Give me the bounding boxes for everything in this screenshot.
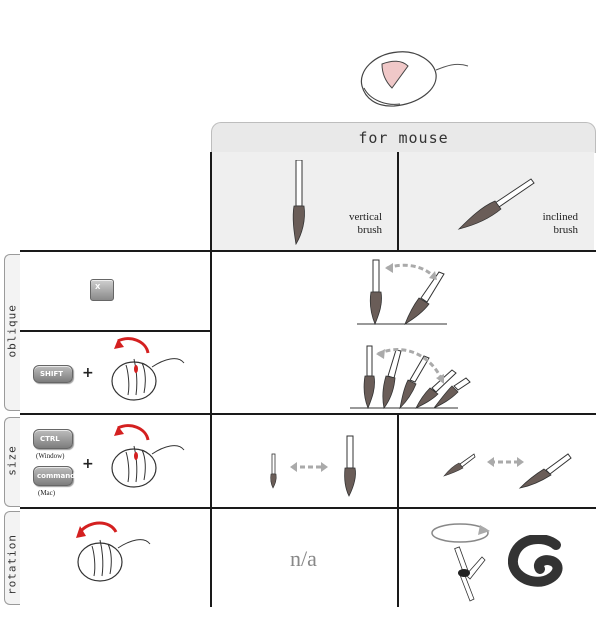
mouse-icon <box>360 51 469 107</box>
ctrl-key-label: CTRL <box>40 435 60 443</box>
grid-line <box>210 152 212 607</box>
rotation-side-tab <box>4 511 20 605</box>
inclined-brush-label-line2: brush <box>553 224 578 236</box>
size-side-tab <box>4 417 20 507</box>
inclined-brush-header-cell <box>399 152 594 250</box>
brush-icon <box>457 178 535 230</box>
size-vertical-illustration <box>270 435 356 497</box>
ctrl-key: CTRL <box>33 429 73 449</box>
shift-key-label: SHIFT <box>40 370 64 378</box>
rotation-stroke-sample <box>508 535 563 587</box>
inclined-brush-label: inclined brush <box>520 211 578 237</box>
command-key: command <box>33 466 76 486</box>
windows-note: (Window) <box>36 452 65 460</box>
grid-line <box>20 330 212 332</box>
rotation-vertical-na: n/a <box>290 546 317 571</box>
oblique-shift-illustration <box>350 345 471 410</box>
oblique-row-label: oblique <box>5 304 19 358</box>
rotation-row-label: rotation <box>5 534 19 595</box>
oblique-side-tab <box>4 254 20 411</box>
vertical-brush-label-line2: brush <box>357 224 382 236</box>
oblique-x-illustration <box>357 259 447 326</box>
plus-sign: + <box>82 365 94 381</box>
size-inclined-illustration <box>443 453 572 489</box>
for-mouse-header: for mouse <box>211 122 596 153</box>
brush-icon <box>292 160 305 246</box>
vertical-brush-header-cell <box>212 152 397 250</box>
plus-sign: + <box>82 456 94 472</box>
grid-line <box>397 415 399 607</box>
hand-scroll-wheel-icon <box>111 424 185 488</box>
shift-key: SHIFT <box>33 365 73 383</box>
grid-line <box>397 152 399 250</box>
rotation-inclined-illustration <box>431 523 490 602</box>
x-key: X <box>90 279 114 301</box>
hand-scroll-wheel-icon <box>111 337 185 401</box>
size-row-label: size <box>5 445 19 476</box>
grid-line <box>20 250 596 252</box>
vertical-brush-label-line1: vertical <box>349 211 382 223</box>
command-key-label: command <box>37 472 76 480</box>
grid-line <box>20 413 596 415</box>
mac-note: (Mac) <box>38 489 56 497</box>
vertical-brush-label: vertical brush <box>330 211 382 237</box>
inclined-brush-label-line1: inclined <box>542 211 578 223</box>
x-key-label: X <box>95 283 101 291</box>
grid-line <box>20 507 596 509</box>
hand-rotate-icon <box>76 521 151 582</box>
